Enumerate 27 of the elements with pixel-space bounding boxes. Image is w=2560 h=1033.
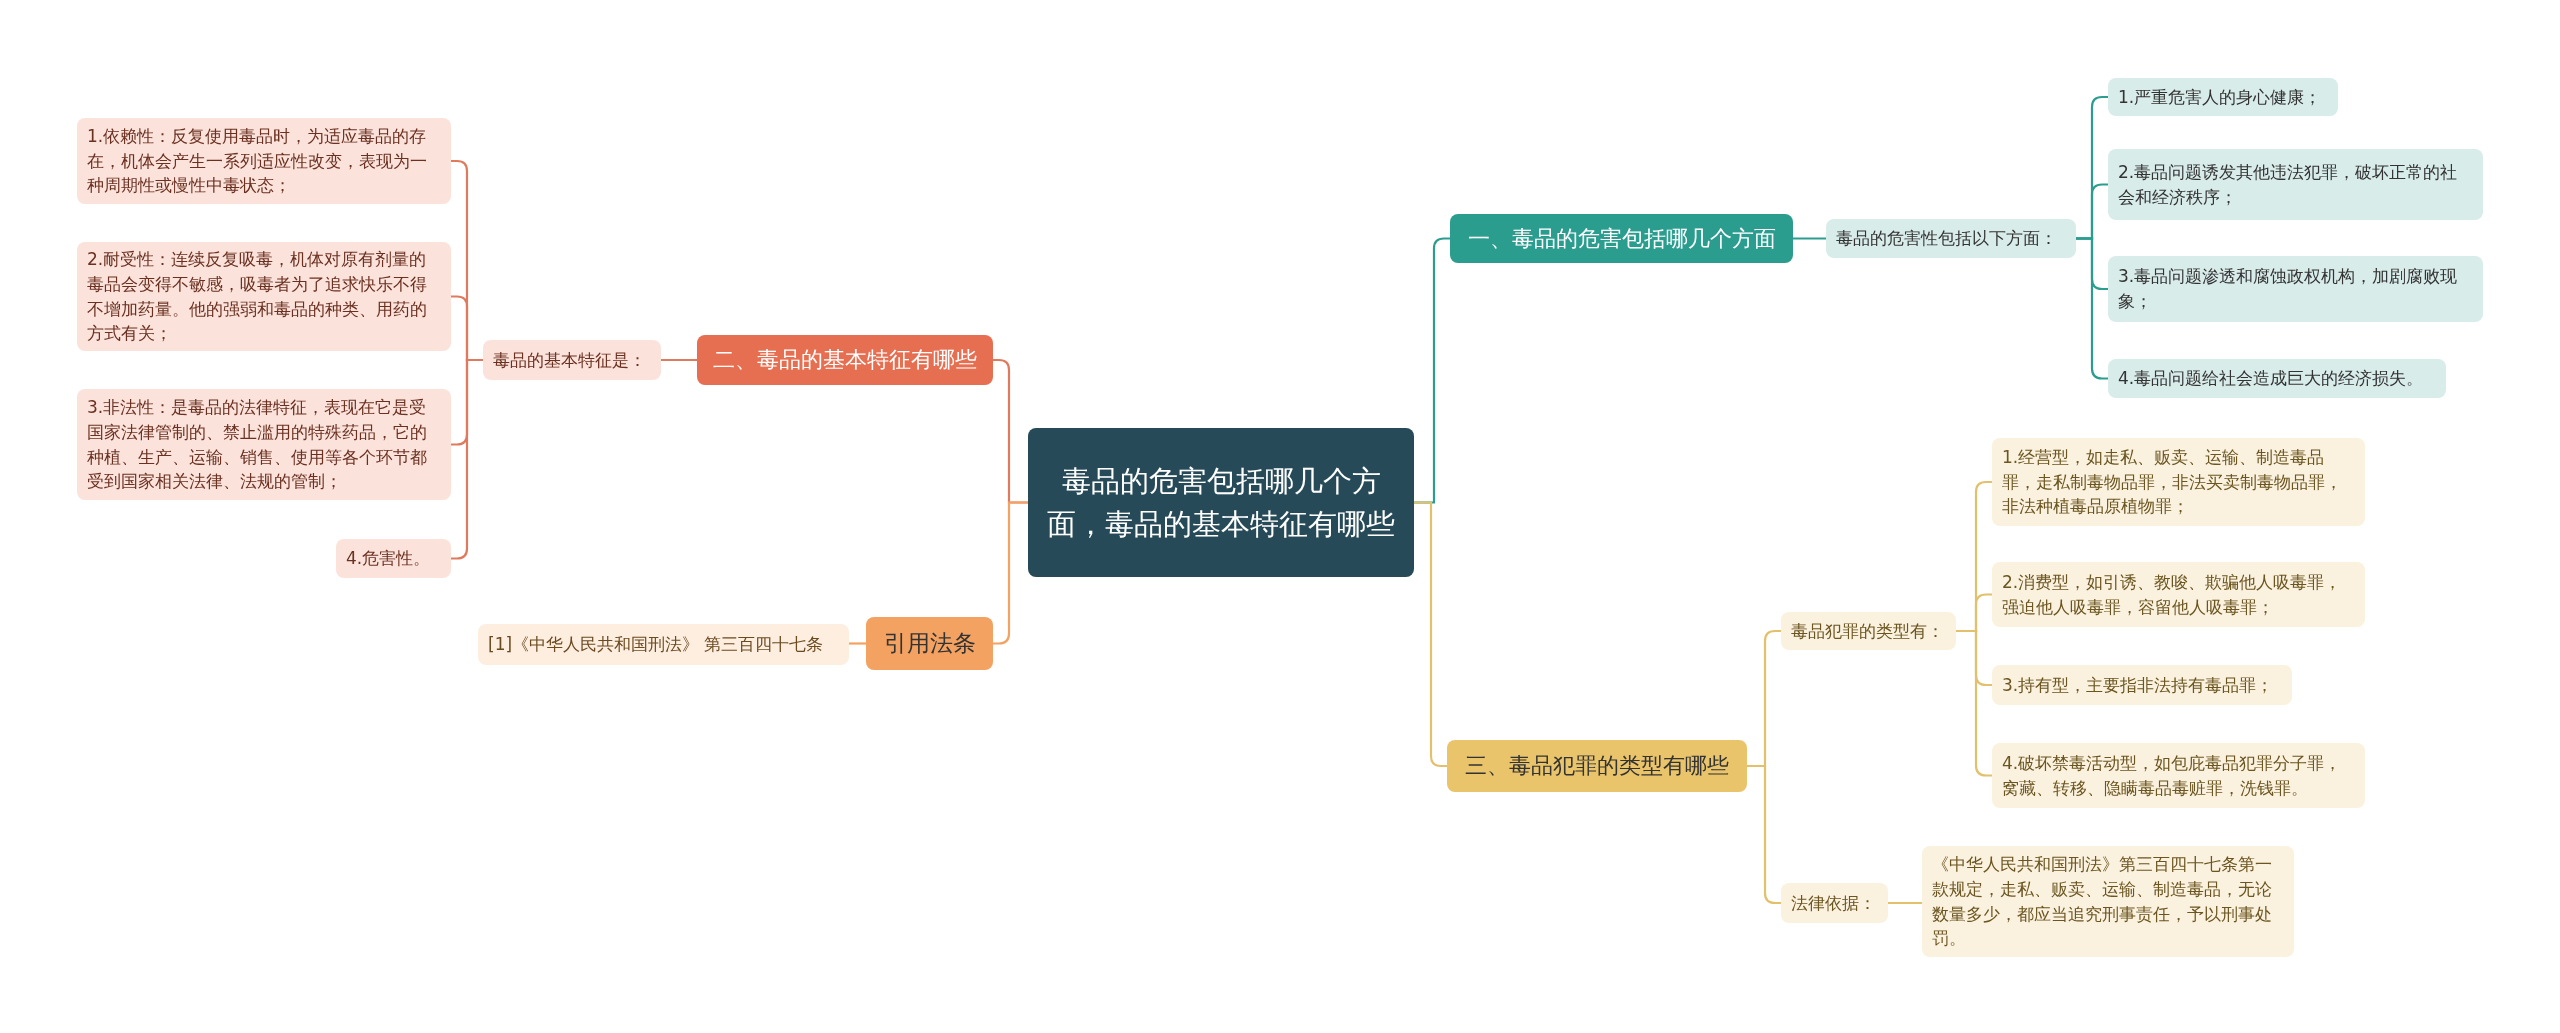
topic-box: 2.毒品问题诱发其他违法犯罪，破坏正常的社会和经济秩序； — [2108, 149, 2483, 220]
topic-box: 3.毒品问题渗透和腐蚀政权机构，加剧腐败现象； — [2108, 256, 2483, 322]
topic-box: 3.持有型，主要指非法持有毒品罪； — [1992, 665, 2292, 705]
topic-box: 2.消费型，如引诱、教唆、欺骗他人吸毒罪，强迫他人吸毒罪，容留他人吸毒罪； — [1992, 562, 2365, 627]
subtopic-box: [1]《中华人民共和国刑法》 第三百四十七条 — [478, 624, 849, 665]
topic-box: 2.耐受性：连续反复吸毒，机体对原有剂量的毒品会变得不敏感，吸毒者为了追求快乐不得不增加药量。他的强弱和毒品的种类、用药的方式有关； — [77, 242, 451, 351]
connector-line — [849, 642, 866, 645]
branch-box: 二、毒品的基本特征有哪些 — [697, 335, 993, 385]
topic-box: 1.经营型，如走私、贩卖、运输、制造毒品罪，走私制毒物品罪，非法买卖制毒物品罪，非法种植毒品原植物罪； — [1992, 438, 2365, 526]
central-topic-box: 毒品的危害包括哪几个方面，毒品的基本特征有哪些 — [1028, 428, 1414, 577]
topic-box: 4.毒品问题给社会造成巨大的经济损失。 — [2108, 359, 2446, 398]
topic-box: 1.依赖性：反复使用毒品时，为适应毒品的存在，机体会产生一系列适应性改变，表现为一种周期性或慢性中毒状态； — [77, 118, 451, 204]
connector-line — [1888, 901, 1922, 905]
branch-box: 引用法条 — [866, 617, 993, 670]
topic-box: 3.非法性：是毒品的法律特征，表现在它是受国家法律管制的、禁止滥用的特殊药品，它的种植、生产、运输、销售、使用等各个环节都受到国家相关法律、法规的管制； — [77, 389, 451, 500]
subtopic-box: 毒品的基本特征是： — [483, 340, 661, 380]
subtopic-box: 法律依据： — [1781, 883, 1888, 923]
subtopic-box: 毒品的危害性包括以下方面： — [1826, 219, 2076, 258]
connector-line — [1793, 237, 1826, 240]
topic-box: 4.危害性。 — [336, 539, 451, 578]
topic-box: 《中华人民共和国刑法》第三百四十七条第一款规定，走私、贩卖、运输、制造毒品，无论数量多少，都应当追究刑事责任，予以刑事处罚。 — [1922, 846, 2294, 957]
topic-box: 4.破坏禁毒活动型，如包庇毒品犯罪分子罪，窝藏、转移、隐瞒毒品毒赃罪，洗钱罪。 — [1992, 743, 2365, 808]
branch-box: 三、毒品犯罪的类型有哪些 — [1447, 740, 1747, 792]
topic-box: 1.严重危害人的身心健康； — [2108, 78, 2338, 116]
subtopic-box: 毒品犯罪的类型有： — [1781, 612, 1956, 650]
branch-box: 一、毒品的危害包括哪几个方面 — [1450, 214, 1793, 263]
connector-line — [661, 358, 697, 362]
